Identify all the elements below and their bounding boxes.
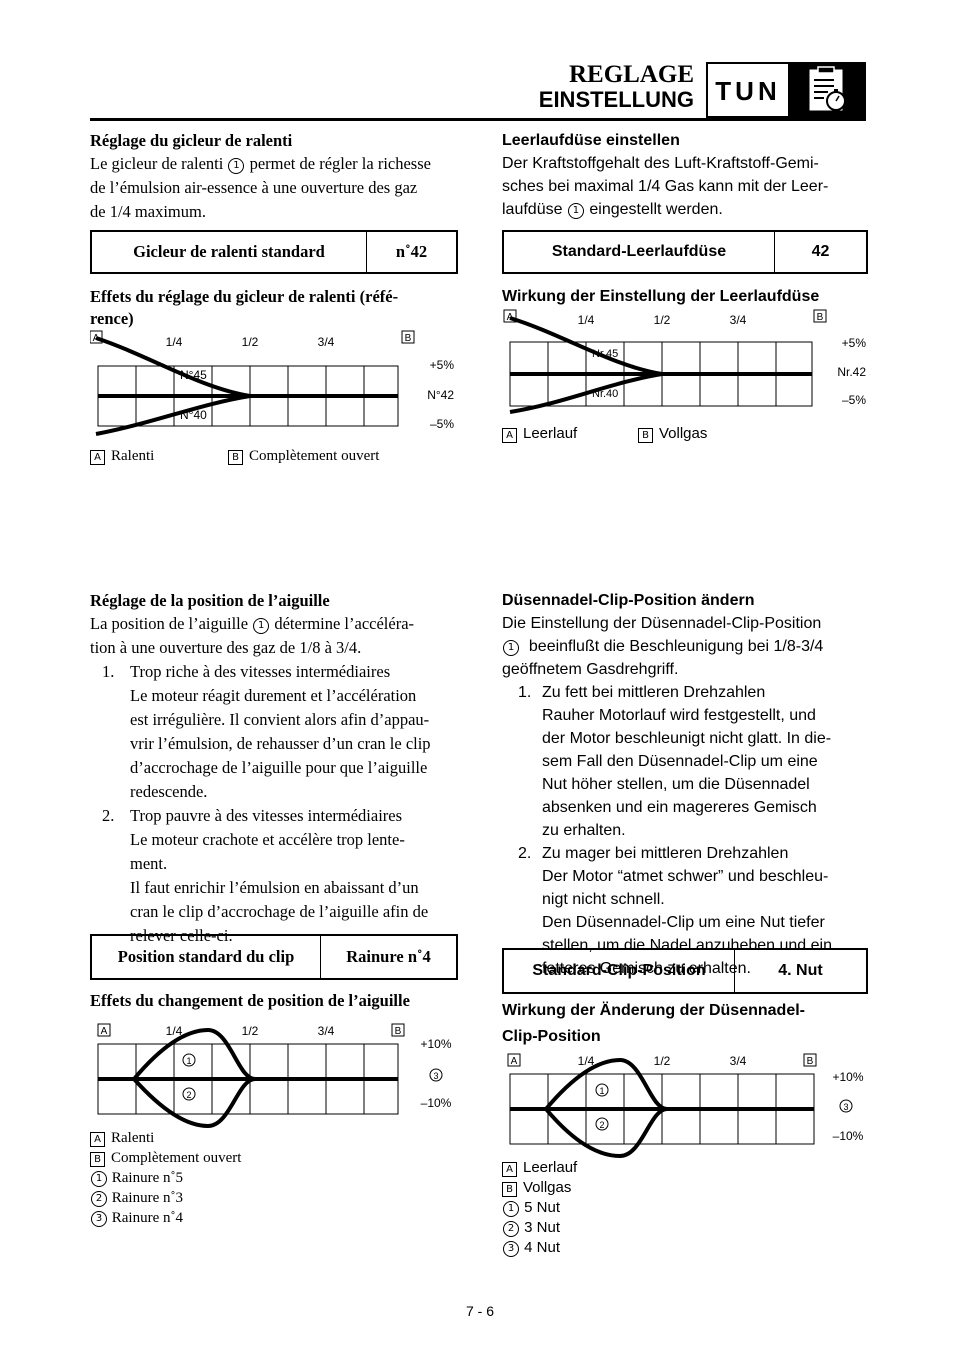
callout-3: 3 bbox=[433, 1071, 438, 1081]
rich-curve bbox=[544, 1057, 668, 1111]
fr-needle-title: Réglage de la position de l’aiguille bbox=[90, 591, 330, 610]
rich-jet-label: N°45 bbox=[180, 368, 207, 382]
clipboard-stopwatch-icon bbox=[790, 62, 866, 118]
minus-percent-label: –5% bbox=[842, 393, 866, 407]
spec-label: Standard-Clip-Position bbox=[504, 950, 735, 992]
de-needle-title: Düsennadel-Clip-Position ändern bbox=[502, 592, 755, 609]
callout-2: 2 bbox=[599, 1120, 604, 1130]
de-clip-effect-title: Wirkung der Änderung der Düsennadel- Cli… bbox=[502, 1002, 805, 1045]
header-title-fr: REGLAGE bbox=[568, 61, 694, 88]
callout-3: 3 bbox=[843, 1102, 848, 1112]
minus-percent-label: –10% bbox=[421, 1096, 452, 1110]
rich-jet-label: Nr.45 bbox=[592, 348, 618, 360]
header-title-de: EINSTELLUNG bbox=[538, 87, 694, 112]
marker-a: A bbox=[507, 312, 514, 323]
fr-idle-jet-diagram: A B 1/4 1/2 3/4 N°45 N°40 +5% N°42 –5% bbox=[90, 330, 455, 436]
std-jet-label: Nr.42 bbox=[837, 365, 866, 379]
plus-percent-label: +10% bbox=[832, 1070, 863, 1084]
marker-a: A bbox=[101, 1026, 108, 1037]
de-clip-spec-table: Standard-Clip-Position 4. Nut bbox=[502, 948, 868, 994]
tick-label: 1/2 bbox=[654, 313, 671, 327]
rich-curve bbox=[95, 336, 251, 398]
tick-label: 1/2 bbox=[242, 335, 259, 349]
de-idle-body: Der Kraftstoffgehalt des Luft-Kraftstoff… bbox=[502, 155, 829, 219]
marker-b: B bbox=[395, 1026, 402, 1037]
de-clip-diagram: A B 1/4 1/2 3/4 1 2 +10% 3 –10% bbox=[507, 1053, 864, 1159]
marker-b-box bbox=[401, 330, 415, 344]
callout-1: 1 bbox=[186, 1056, 191, 1066]
marker-b: B bbox=[817, 312, 824, 323]
page-number: 7 - 6 bbox=[465, 1303, 494, 1319]
rich-curve bbox=[132, 1027, 256, 1081]
fr-clip-spec-table: Position standard du clip Rainure n˚4 bbox=[90, 934, 458, 980]
tick-label: 1/4 bbox=[166, 335, 183, 349]
spec-value: n˚42 bbox=[395, 242, 428, 261]
fr-clip-diagram: A B 1/4 1/2 3/4 1 2 +10% 3 –10% bbox=[97, 1023, 452, 1129]
minus-percent-label: –10% bbox=[833, 1129, 864, 1143]
fr-needle-body: La position de l’aiguille 1 détermine l’… bbox=[90, 614, 415, 657]
list-item: 1. Trop riche à des vitesses intermédiai… bbox=[102, 662, 431, 801]
fr-idle-body: Le gicleur de ralenti 1 permet de régler… bbox=[90, 154, 431, 221]
list-item: 1. Zu fett bei mittleren Drehzahlen Rauh… bbox=[518, 684, 832, 839]
fr-needle-list: 1. Trop riche à des vitesses intermédiai… bbox=[90, 660, 458, 948]
lean-curve bbox=[544, 1107, 668, 1159]
tick-label: 3/4 bbox=[730, 313, 747, 327]
marker-a: A bbox=[93, 333, 100, 344]
tick-label: 3/4 bbox=[730, 1054, 747, 1068]
spec-label: Standard-Leerlaufdüse bbox=[504, 232, 775, 272]
fr-idle-title: Réglage du gicleur de ralenti bbox=[90, 131, 293, 150]
fr-idle-spec-table: Gicleur de ralenti standard n˚42 bbox=[90, 230, 458, 274]
de-idle-title: Leerlaufdüse einstellen bbox=[502, 132, 680, 149]
spec-label: Gicleur de ralenti standard bbox=[92, 232, 367, 272]
lean-curve bbox=[509, 372, 663, 414]
tick-label: 1/2 bbox=[242, 1024, 259, 1038]
plus-percent-label: +10% bbox=[420, 1037, 451, 1051]
fr-clip-effect-title: Effets du changement de position de l’ai… bbox=[90, 991, 410, 1010]
de-needle-list: 1. Zu fett bei mittleren Drehzahlen Rauh… bbox=[502, 681, 868, 980]
section-code-badge: TUN bbox=[706, 62, 790, 118]
spec-label: Position standard du clip bbox=[92, 936, 321, 978]
spec-value: 42 bbox=[811, 243, 830, 260]
marker-a-box bbox=[90, 330, 103, 344]
de-idle-spec-table: Standard-Leerlaufdüse 42 bbox=[502, 230, 868, 274]
tick-label: 1/2 bbox=[654, 1054, 671, 1068]
tick-label: 3/4 bbox=[318, 335, 335, 349]
de-idle-effect-title: Wirkung der Einstellung der Leerlaufdüse bbox=[502, 288, 820, 305]
marker-a: A bbox=[511, 1056, 518, 1067]
plus-percent-label: +5% bbox=[430, 358, 455, 372]
tick-label: 3/4 bbox=[318, 1024, 335, 1038]
lean-curve bbox=[132, 1077, 256, 1129]
lean-curve bbox=[95, 394, 251, 436]
plus-percent-label: +5% bbox=[842, 336, 867, 350]
spec-value: 4. Nut bbox=[778, 962, 823, 979]
spec-value: Rainure n˚4 bbox=[346, 947, 431, 966]
tick-label: 1/4 bbox=[166, 1024, 183, 1038]
marker-b: B bbox=[405, 333, 412, 344]
header-rule bbox=[90, 118, 866, 121]
fr-idle-effect-title: Effets du réglage du gicleur de ralenti … bbox=[90, 287, 399, 328]
de-needle-body: Die Einstellung der Düsennadel-Clip-Posi… bbox=[502, 615, 824, 678]
tick-label: 1/4 bbox=[578, 313, 595, 327]
tick-label: 1/4 bbox=[578, 1054, 595, 1068]
rich-curve bbox=[509, 316, 663, 376]
de-idle-jet-diagram: A B 1/4 1/2 3/4 Nr.45 Nr.40 +5% Nr.42 –5… bbox=[503, 309, 867, 414]
callout-1: 1 bbox=[599, 1086, 604, 1096]
callout-1-marker: 1 bbox=[228, 158, 245, 174]
callout-2: 2 bbox=[186, 1090, 191, 1100]
list-item: 2. Trop pauvre à des vitesses intermédia… bbox=[102, 806, 429, 945]
std-jet-label: N°42 bbox=[427, 388, 454, 402]
marker-b: B bbox=[807, 1056, 814, 1067]
minus-percent-label: –5% bbox=[430, 417, 454, 431]
lean-jet-label: N°40 bbox=[180, 408, 207, 422]
lean-jet-label: Nr.40 bbox=[592, 388, 618, 400]
